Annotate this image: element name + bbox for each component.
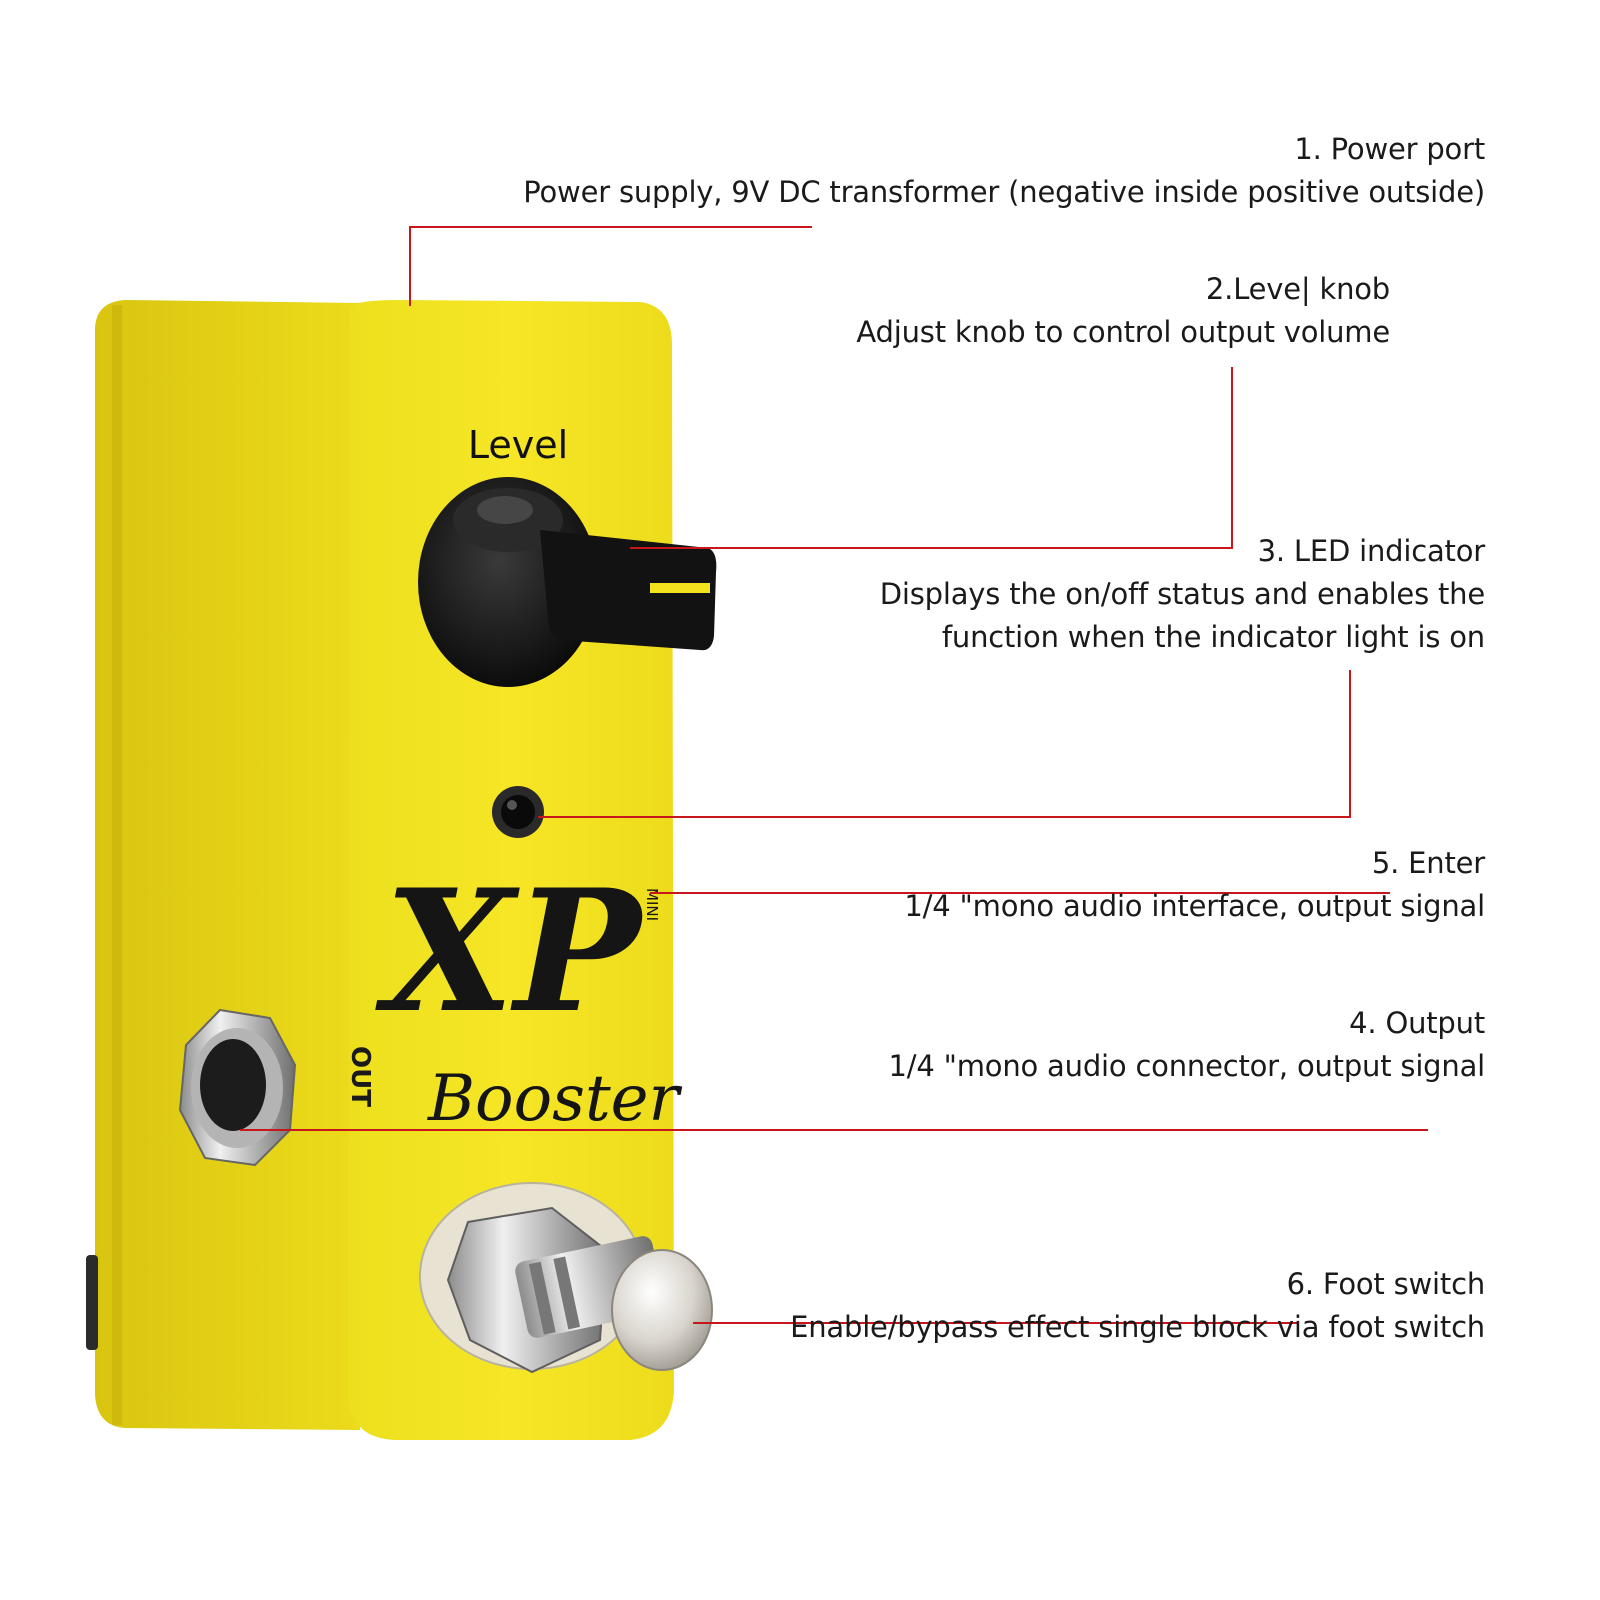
callout-description: Power supply, 9V DC transformer (negativ… [523, 175, 1485, 209]
callout-description: 1/4 "mono audio connector, output signal [888, 1049, 1486, 1083]
knob-label: Level [468, 423, 568, 467]
callout-led-indicator: 3. LED indicator Displays the on/off sta… [880, 530, 1485, 659]
side-screw-plate [86, 1255, 98, 1350]
callout-foot-switch: 6. Foot switch Enable/bypass effect sing… [790, 1263, 1485, 1349]
jack-label: OUT [345, 1046, 375, 1107]
callout-title: 4. Output [1349, 1006, 1485, 1040]
logo-mini: MINI [643, 888, 661, 921]
callout-description: Adjust knob to control output volume [856, 315, 1390, 349]
pedal-logo: XP MINI Booster [375, 852, 683, 1136]
foot-switch[interactable] [419, 1182, 713, 1374]
enclosure-side [95, 300, 360, 1430]
callout-title: 6. Foot switch [1286, 1267, 1486, 1301]
logo-xp: XP [375, 852, 645, 1050]
callout-description: 1/4 "mono audio interface, output signal [904, 889, 1485, 923]
level-knob[interactable]: Level [418, 423, 717, 687]
callout-level-knob: 2.Leve| knob Adjust knob to control outp… [856, 268, 1390, 354]
callout-title: 3. LED indicator [1257, 534, 1486, 568]
led-indicator [492, 786, 544, 838]
leader-led [538, 670, 1351, 818]
callout-enter: 5. Enter 1/4 "mono audio interface, outp… [904, 842, 1485, 928]
callout-description: Enable/bypass effect single block via fo… [790, 1310, 1485, 1344]
output-jack[interactable]: OUT [178, 1008, 375, 1167]
callout-title: 2.Leve| knob [1205, 272, 1390, 306]
leader-lines [240, 226, 1428, 1324]
callout-power-port: 1. Power port Power supply, 9V DC transf… [523, 128, 1485, 214]
logo-booster: Booster [427, 1062, 683, 1136]
leader-power-port [409, 226, 812, 306]
callout-output: 4. Output 1/4 "mono audio connector, out… [889, 1002, 1486, 1088]
callout-description: Displays the on/off status and enables t… [879, 577, 1485, 654]
leader-level-knob [630, 367, 1233, 549]
enclosure-edge [112, 305, 122, 1425]
knob-pointer [540, 530, 717, 651]
callout-title: 1. Power port [1294, 132, 1485, 166]
callout-title: 5. Enter [1371, 846, 1485, 880]
